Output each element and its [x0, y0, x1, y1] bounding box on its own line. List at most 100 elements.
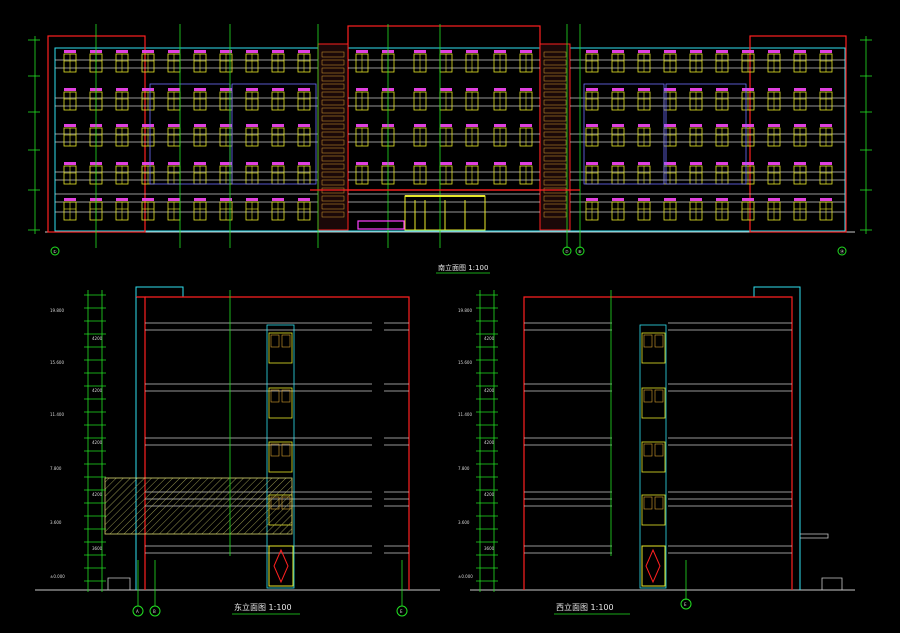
- stair-glazing: [321, 147, 345, 154]
- window-head: [272, 50, 284, 53]
- window-head: [116, 162, 128, 165]
- window-head: [690, 50, 702, 53]
- window-head: [298, 50, 310, 53]
- stair-glazing: [321, 75, 345, 82]
- stair-glazing: [321, 203, 345, 210]
- east-door: [268, 545, 294, 587]
- window-head: [586, 88, 598, 91]
- window-head: [466, 50, 478, 53]
- window-head: [612, 198, 624, 201]
- window-head: [414, 88, 426, 91]
- svg-text:4200: 4200: [92, 492, 103, 497]
- west-elevation: E 19.800 15.600 11.400 7.800 3.600 ±0.00…: [458, 286, 855, 615]
- window-head: [742, 50, 754, 53]
- west-stair-column: [639, 324, 667, 589]
- stair-glazing: [321, 115, 345, 122]
- window-head: [64, 88, 76, 91]
- axis-tag-south-8: ⑧: [578, 249, 582, 254]
- stair-glazing: [321, 107, 345, 114]
- window-head: [690, 124, 702, 127]
- window-head: [272, 162, 284, 165]
- window-head: [768, 124, 780, 127]
- stair-glazing: [543, 203, 567, 210]
- window-head: [520, 88, 532, 91]
- window-head: [194, 124, 206, 127]
- window-head: [194, 88, 206, 91]
- west-mark-11400: 11.400: [458, 412, 472, 417]
- stair-glazing: [543, 147, 567, 154]
- stair-glazing: [321, 163, 345, 170]
- stair-glazing: [543, 179, 567, 186]
- window-head: [298, 88, 310, 91]
- window-head: [142, 162, 154, 165]
- stair-glazing: [543, 123, 567, 130]
- window-head: [742, 162, 754, 165]
- east-hatched-canopy: [104, 477, 293, 535]
- stair-window: [641, 441, 666, 473]
- svg-text:4200: 4200: [484, 388, 495, 393]
- stair-glazing: [543, 171, 567, 178]
- west-mark-15600: 15.600: [458, 360, 472, 365]
- stair-glazing: [543, 107, 567, 114]
- window-head: [768, 50, 780, 53]
- south-left-scale: [28, 36, 40, 234]
- stair-glazing: [321, 83, 345, 90]
- stair-glazing: [321, 211, 345, 218]
- window-head: [638, 124, 650, 127]
- window-head: [794, 198, 806, 201]
- window-head: [440, 124, 452, 127]
- east-elevation-scale: 19.800 15.600 11.400 7.800 3.600 ±0.000: [50, 290, 106, 592]
- axis-tag-south-7: ⑦: [565, 249, 569, 254]
- window-head: [612, 88, 624, 91]
- window-head: [664, 88, 676, 91]
- window-head: [220, 50, 232, 53]
- window-head: [768, 162, 780, 165]
- svg-text:4200: 4200: [92, 388, 103, 393]
- dimension-text-samples: 4200 4200 4200 4200 3600 4200 4200 4200 …: [92, 336, 495, 551]
- south-elevation-title: 南立面图 1:100: [438, 263, 488, 272]
- window-head: [690, 162, 702, 165]
- window-head: [142, 124, 154, 127]
- stair-glazing: [543, 99, 567, 106]
- axis-tag-east-b: B: [153, 609, 156, 614]
- stair-glazing: [543, 115, 567, 122]
- stair-glazing: [543, 131, 567, 138]
- window-head: [494, 50, 506, 53]
- stair-glazing: [543, 75, 567, 82]
- window-head: [142, 50, 154, 53]
- window-head: [820, 88, 832, 91]
- stair-glazing: [321, 91, 345, 98]
- bay-frame: [665, 83, 747, 185]
- stair-glazing: [321, 51, 345, 58]
- window-head: [220, 162, 232, 165]
- window-head: [768, 88, 780, 91]
- window-head: [664, 50, 676, 53]
- window-head: [716, 88, 728, 91]
- stair-glazing: [321, 99, 345, 106]
- west-mark-19800: 19.800: [458, 308, 472, 313]
- window-head: [246, 88, 258, 91]
- window-head: [440, 162, 452, 165]
- window-head: [820, 124, 832, 127]
- window-head: [586, 124, 598, 127]
- window-head: [466, 162, 478, 165]
- window-head: [664, 198, 676, 201]
- axis-tag-east-a: A: [136, 609, 139, 614]
- window-head: [716, 124, 728, 127]
- window-head: [794, 124, 806, 127]
- window-head: [246, 124, 258, 127]
- window-head: [220, 124, 232, 127]
- window-head: [356, 88, 368, 91]
- window-head: [116, 124, 128, 127]
- window-head: [742, 88, 754, 91]
- window-head: [64, 162, 76, 165]
- window-head: [520, 50, 532, 53]
- window-head: [690, 88, 702, 91]
- window-head: [494, 162, 506, 165]
- window-head: [638, 198, 650, 201]
- svg-text:4200: 4200: [92, 336, 103, 341]
- window-head: [768, 198, 780, 201]
- east-mark-15600: 15.600: [50, 360, 64, 365]
- window-head: [168, 198, 180, 201]
- west-elevation-title: 西立面图 1:100: [556, 602, 614, 612]
